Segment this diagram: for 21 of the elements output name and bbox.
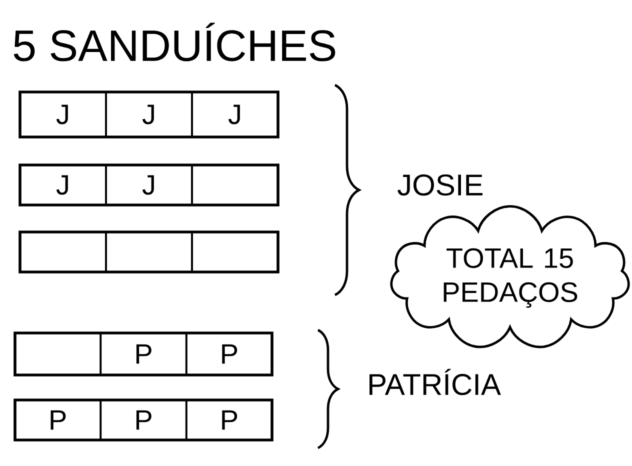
sandwich-bar	[14, 398, 274, 442]
sandwich-bar	[18, 230, 280, 274]
sandwich-piece: J	[105, 164, 193, 206]
sandwich-piece: P	[186, 399, 273, 441]
sandwich-piece: J	[19, 164, 107, 206]
sandwich-piece: J	[19, 91, 107, 138]
sandwich-piece	[105, 231, 193, 273]
sandwich-bar	[18, 90, 280, 138]
sandwich-piece	[191, 164, 279, 206]
title: 5 SANDUÍCHES	[14, 22, 336, 62]
sandwich-piece: P	[100, 332, 188, 376]
sandwich-piece: P	[14, 399, 102, 441]
sandwich-piece	[14, 332, 102, 376]
sandwich-piece: J	[191, 91, 279, 138]
sandwich-piece: P	[100, 399, 188, 441]
sandwich-piece	[19, 231, 107, 273]
sandwich-piece	[191, 231, 279, 273]
sandwich-piece: J	[105, 91, 193, 138]
sandwich-bar	[14, 332, 274, 376]
sandwich-piece: P	[186, 332, 273, 376]
sandwich-bar	[18, 164, 280, 206]
